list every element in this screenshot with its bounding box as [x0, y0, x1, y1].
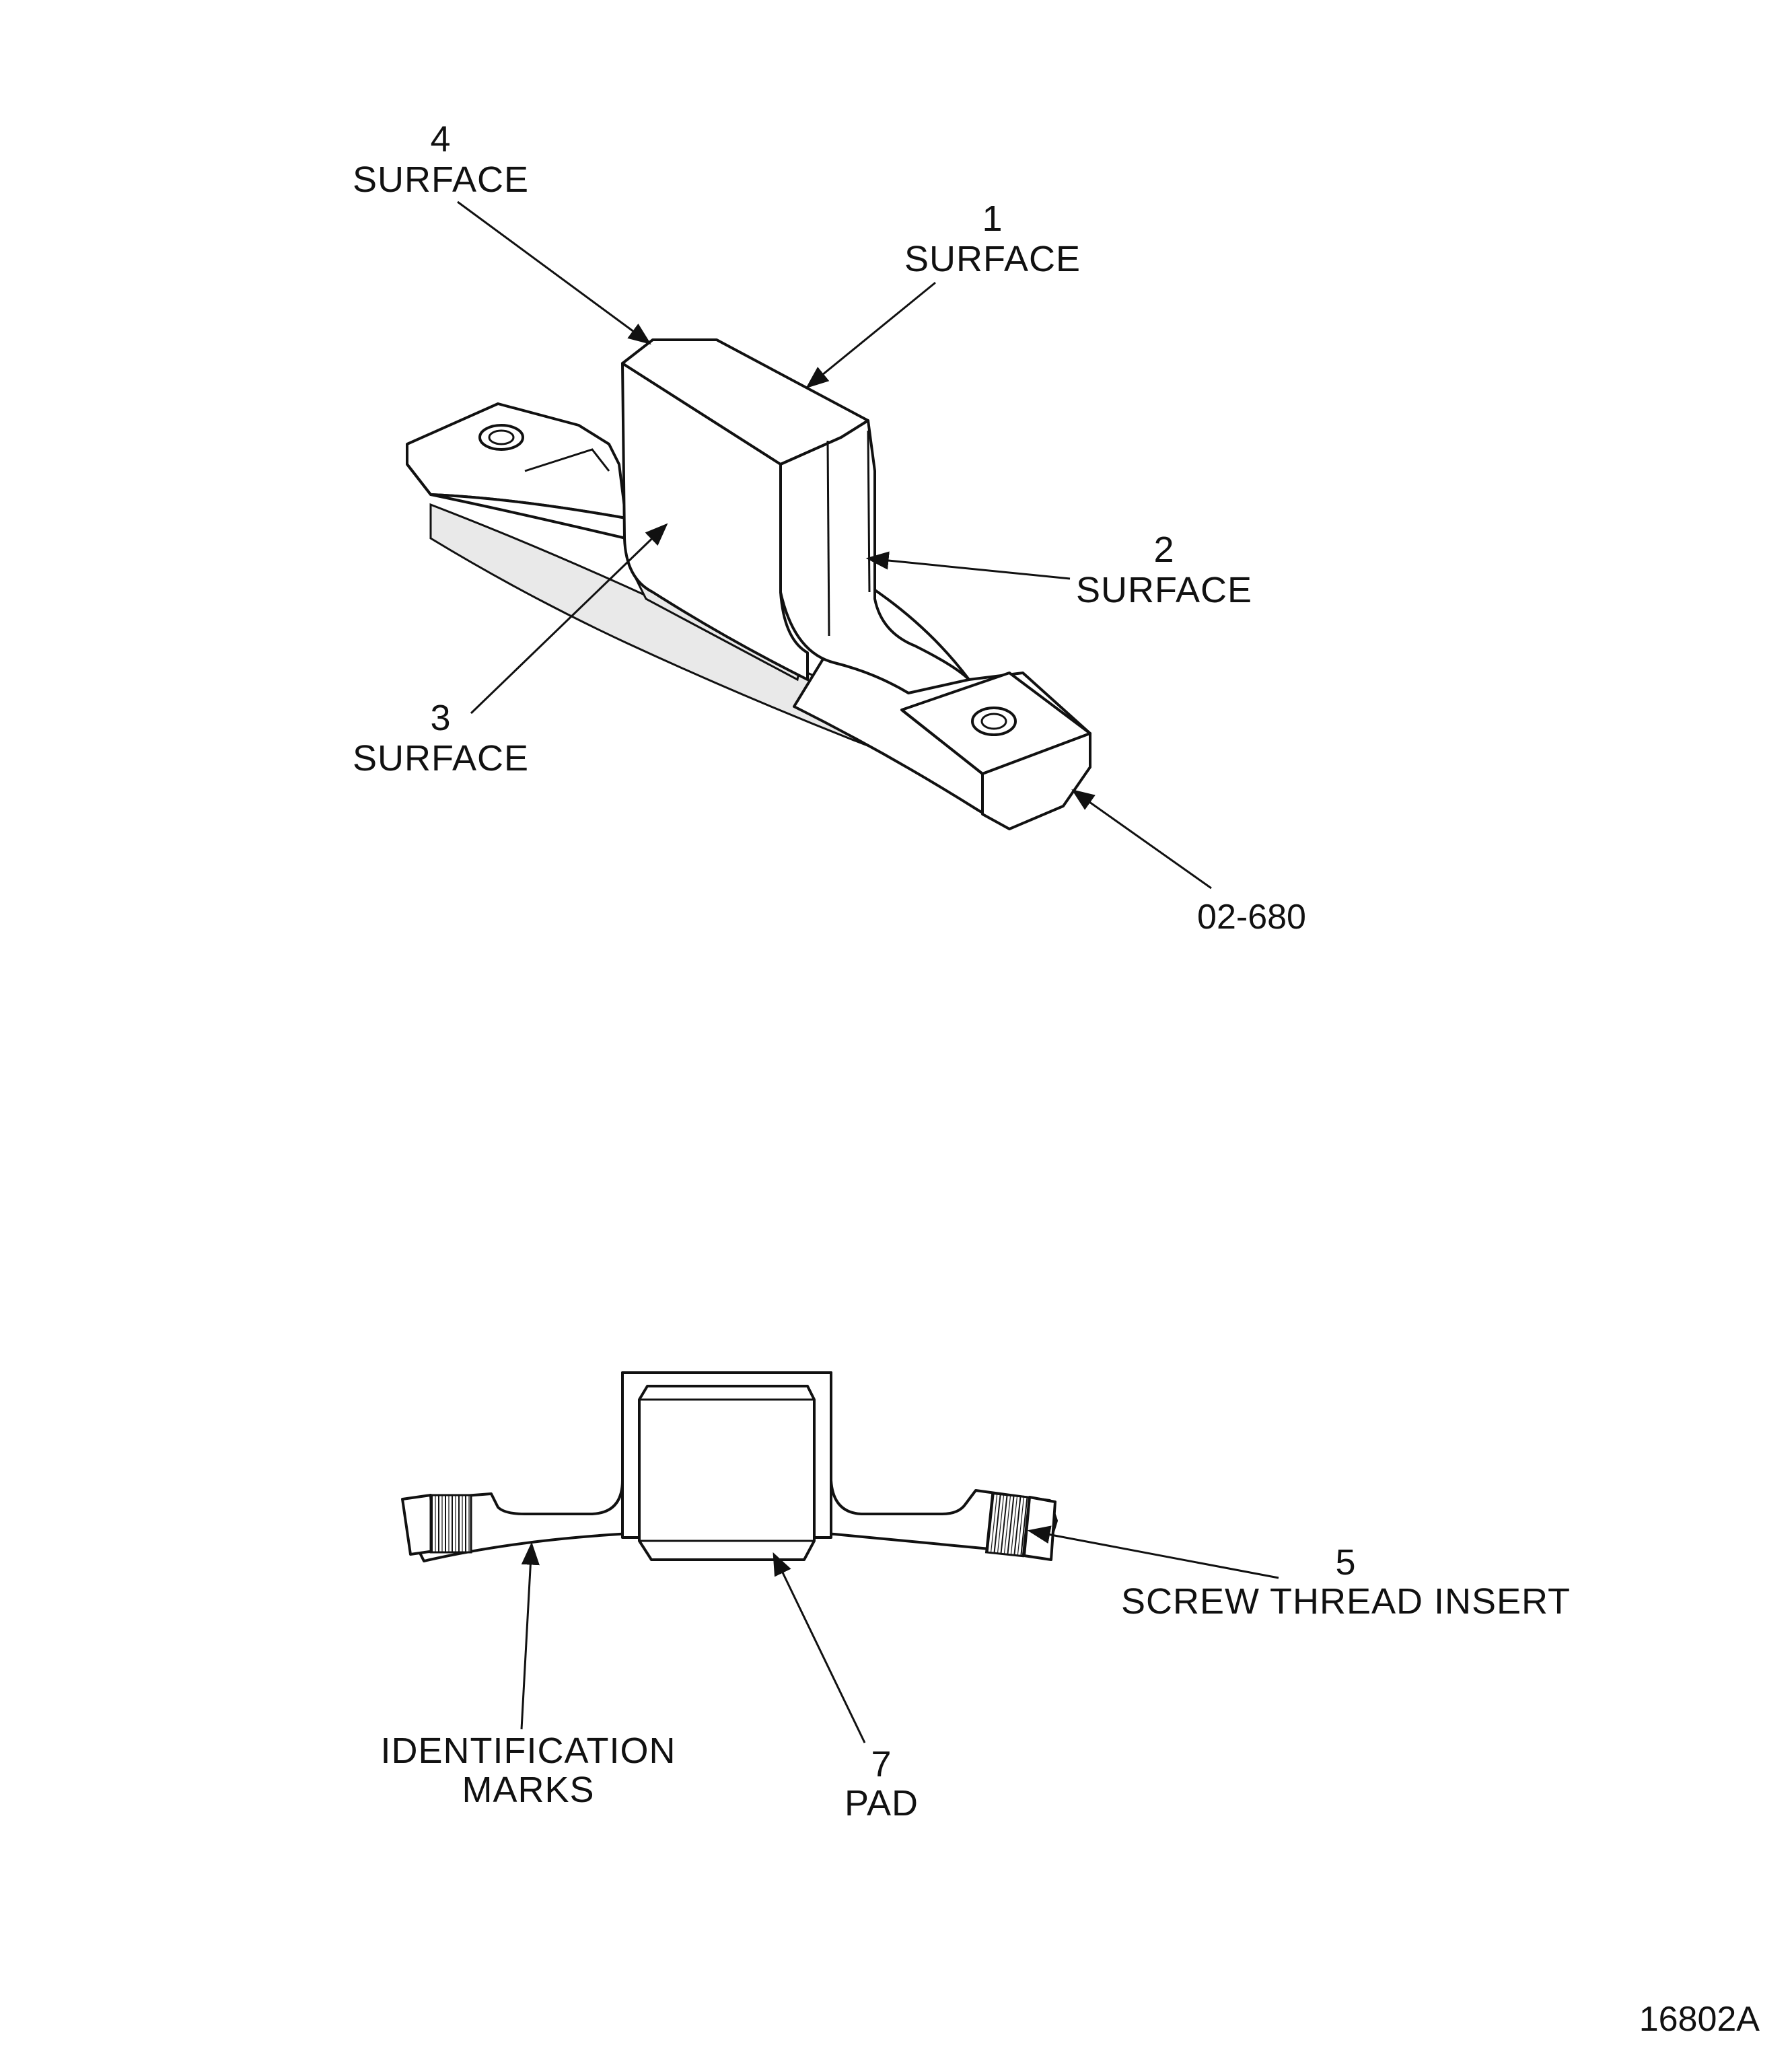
leader-4 — [457, 201, 651, 345]
callout-ident-line1: IDENTIFICATION — [381, 1731, 676, 1771]
block-edge-line — [826, 440, 830, 637]
leader-ident-marks — [520, 1542, 540, 1730]
left-screw-hole — [478, 424, 524, 451]
callout-4-number: 4 — [430, 119, 451, 159]
right-block-front — [900, 709, 1091, 830]
front-part-view — [401, 1371, 1058, 1562]
callout-7-text: PAD — [845, 1783, 919, 1823]
callout-2-text: SURFACE — [1076, 570, 1252, 610]
callout-2-number: 2 — [1153, 530, 1174, 570]
right-screw-hole — [971, 707, 1017, 736]
leader-part-ref — [1071, 789, 1212, 890]
leader-5 — [1027, 1525, 1279, 1579]
callout-4-text: SURFACE — [353, 159, 529, 200]
left-arm-step — [524, 448, 610, 472]
callout-3-number: 3 — [430, 698, 451, 738]
callout-4: 4 SURFACE — [353, 119, 529, 200]
right-screw-insert-end — [1023, 1496, 1056, 1561]
bottom-leaders — [520, 1525, 1279, 1743]
leader-1 — [805, 281, 936, 389]
callout-ident: IDENTIFICATION MARKS — [381, 1731, 676, 1810]
callout-5: 5 SCREW THREAD INSERT — [1121, 1542, 1571, 1622]
callout-7-number: 7 — [871, 1744, 892, 1784]
right-screw-insert — [984, 1492, 1031, 1558]
right-screw-hole-inner — [980, 713, 1007, 730]
callout-3: 3 SURFACE — [353, 698, 529, 779]
isometric-part-view — [406, 338, 1091, 830]
callout-5-number: 5 — [1335, 1542, 1356, 1583]
callout-2: 2 SURFACE — [1076, 530, 1252, 610]
figure-number: 16802A — [1639, 2000, 1760, 2039]
block-edge-line-2 — [867, 430, 871, 593]
callout-5-text: SCREW THREAD INSERT — [1121, 1581, 1571, 1622]
leader-3 — [470, 523, 668, 715]
callout-1-text: SURFACE — [904, 239, 1081, 279]
left-screw-insert — [429, 1494, 472, 1554]
part-reference-number: 02-680 — [1197, 898, 1306, 937]
callout-7: 7 PAD — [845, 1744, 919, 1823]
leader-2 — [865, 551, 1071, 580]
left-screw-hole-inner — [488, 429, 515, 445]
block-surface-3 — [621, 362, 809, 681]
callout-ident-line2: MARKS — [462, 1770, 594, 1810]
callout-1: 1 SURFACE — [904, 198, 1081, 279]
left-screw-insert-body — [401, 1494, 435, 1556]
front-pad — [638, 1385, 816, 1561]
callout-3-text: SURFACE — [353, 738, 529, 779]
top-leaders — [457, 201, 1212, 890]
leader-7 — [773, 1552, 866, 1743]
callout-1-number: 1 — [982, 198, 1003, 239]
